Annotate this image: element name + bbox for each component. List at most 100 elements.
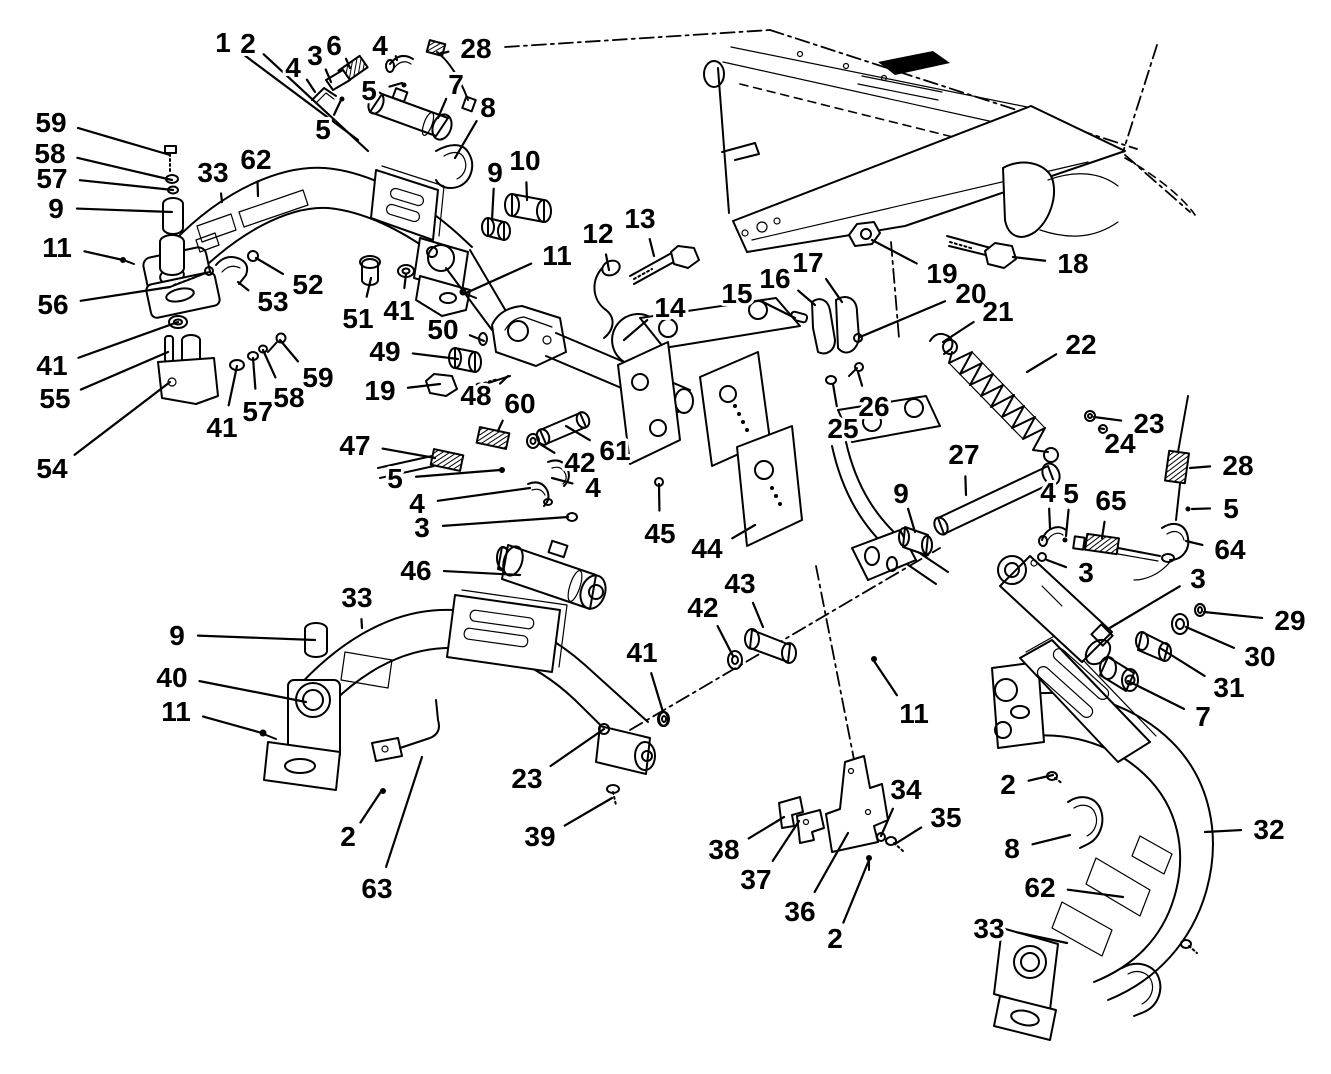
callout-34-93: 34 — [890, 774, 922, 805]
leader-line-11-79 — [203, 717, 262, 733]
leader-line-39-84 — [565, 798, 612, 826]
upper-left-trailing-arm — [142, 166, 510, 330]
leader-line-3-72 — [1108, 586, 1180, 629]
callout-3-72: 3 — [1190, 563, 1206, 594]
callout-62-97: 62 — [1024, 872, 1055, 903]
callout-41-28: 41 — [206, 412, 237, 443]
leader-line-22-43 — [1027, 354, 1056, 372]
callout-55-22: 55 — [39, 383, 70, 414]
callout-14-35: 14 — [654, 292, 686, 323]
callout-64-67: 64 — [1214, 534, 1246, 565]
callout-57-17: 57 — [36, 163, 67, 194]
leader-line-18-40 — [1013, 257, 1045, 261]
callout-4-68: 4 — [1040, 477, 1056, 508]
leader-line-38-89 — [749, 817, 784, 838]
callout-5-55: 5 — [387, 463, 403, 494]
leader-line-5-66 — [1192, 508, 1210, 509]
callout-65-70: 65 — [1095, 485, 1126, 516]
callout-5-69: 5 — [1063, 478, 1079, 509]
callout-5-66: 5 — [1223, 493, 1239, 524]
callout-26-45: 26 — [858, 391, 889, 422]
callout-58-30: 58 — [273, 382, 304, 413]
leader-line-50-59 — [470, 335, 484, 341]
leader-line-9-77 — [198, 636, 315, 640]
callout-45-48: 45 — [644, 518, 675, 549]
callout-33-13: 33 — [197, 157, 228, 188]
leader-line-57-17 — [80, 180, 173, 190]
callout-9-77: 9 — [169, 620, 185, 651]
leader-line-19-39 — [872, 240, 917, 263]
leader-line-11-32 — [466, 264, 531, 293]
leader-line-29-73 — [1204, 612, 1262, 618]
callout-11-19: 11 — [42, 232, 72, 263]
callout-11-88: 11 — [899, 698, 929, 729]
leader-line-62-97 — [1068, 890, 1123, 897]
leader-line-41-85 — [651, 673, 663, 712]
callout-9-11: 9 — [487, 157, 503, 188]
leader-line-31-75 — [1160, 648, 1205, 676]
leader-line-9-11 — [492, 189, 494, 220]
right-shock-and-hose — [998, 396, 1205, 691]
leader-line-11-19 — [84, 251, 123, 260]
callout-52-24: 52 — [292, 269, 323, 300]
callout-54-23: 54 — [36, 453, 68, 484]
callout-59-31: 59 — [302, 362, 333, 393]
callout-4-53: 4 — [585, 472, 601, 503]
leader-line-3-71 — [1047, 560, 1066, 567]
callout-11-32: 11 — [542, 240, 572, 271]
callout-22-43: 22 — [1065, 329, 1096, 360]
leader-line-14-35 — [624, 320, 647, 340]
leader-line-30-74 — [1186, 627, 1234, 648]
leader-line-26-45 — [858, 372, 862, 386]
callout-43-87: 43 — [724, 568, 755, 599]
callout-60-50: 60 — [504, 388, 535, 419]
leader-line-2-92 — [843, 860, 869, 923]
leader-line-43-87 — [753, 603, 763, 627]
leader-line-58-16 — [77, 158, 172, 180]
callout-28-6: 28 — [460, 33, 491, 64]
leader-line-35-94 — [895, 827, 921, 844]
leader-line-9-18 — [77, 209, 172, 212]
leader-line-25-44 — [833, 384, 837, 406]
callout-30-74: 30 — [1244, 641, 1275, 672]
callout-29-73: 29 — [1274, 605, 1305, 636]
leader-line-5-7 — [390, 83, 402, 87]
leader-line-13-34 — [650, 239, 654, 256]
leader-line-3-57 — [443, 517, 568, 526]
leader-line-33-13 — [221, 193, 222, 202]
leader-line-4-5 — [396, 56, 397, 60]
callout-28-65: 28 — [1222, 450, 1253, 481]
callout-36-91: 36 — [784, 896, 815, 927]
callout-6-3: 6 — [326, 30, 342, 61]
callout-38-89: 38 — [708, 834, 739, 865]
lower-left-trailing-arm — [260, 590, 669, 805]
leader-line-2-81 — [360, 790, 382, 822]
callout-25-44: 25 — [827, 413, 858, 444]
leader-line-4-4 — [307, 80, 315, 92]
callout-61-51: 61 — [599, 435, 630, 466]
callout-44-49: 44 — [691, 533, 723, 564]
leader-line-52-24 — [256, 258, 283, 274]
leader-line-28-65 — [1190, 466, 1210, 468]
leader-line-32-99 — [1205, 830, 1241, 832]
leader-line-58-30 — [263, 350, 275, 377]
leader-line-10-12 — [526, 182, 527, 200]
leader-line-53-25 — [238, 282, 248, 290]
callout-3-57: 3 — [414, 512, 430, 543]
leader-line-8-9 — [455, 121, 477, 158]
leader-line-42-52 — [540, 444, 554, 453]
leader-line-24-64 — [1099, 428, 1104, 429]
callout-18-40: 18 — [1057, 248, 1088, 279]
callout-46-58: 46 — [400, 555, 431, 586]
leader-line-11-88 — [874, 661, 897, 695]
callout-41-85: 41 — [626, 637, 657, 668]
callout-23-83: 23 — [511, 763, 542, 794]
leader-line-5-69 — [1066, 510, 1069, 536]
callout-5-7: 5 — [361, 75, 377, 106]
leader-line-60-50 — [498, 421, 503, 431]
callout-33-98: 33 — [973, 913, 1004, 944]
callout-21-42: 21 — [982, 296, 1013, 327]
leader-line-59-31 — [280, 340, 298, 361]
callout-7-76: 7 — [1195, 701, 1211, 732]
leader-line-47-54 — [383, 449, 435, 458]
